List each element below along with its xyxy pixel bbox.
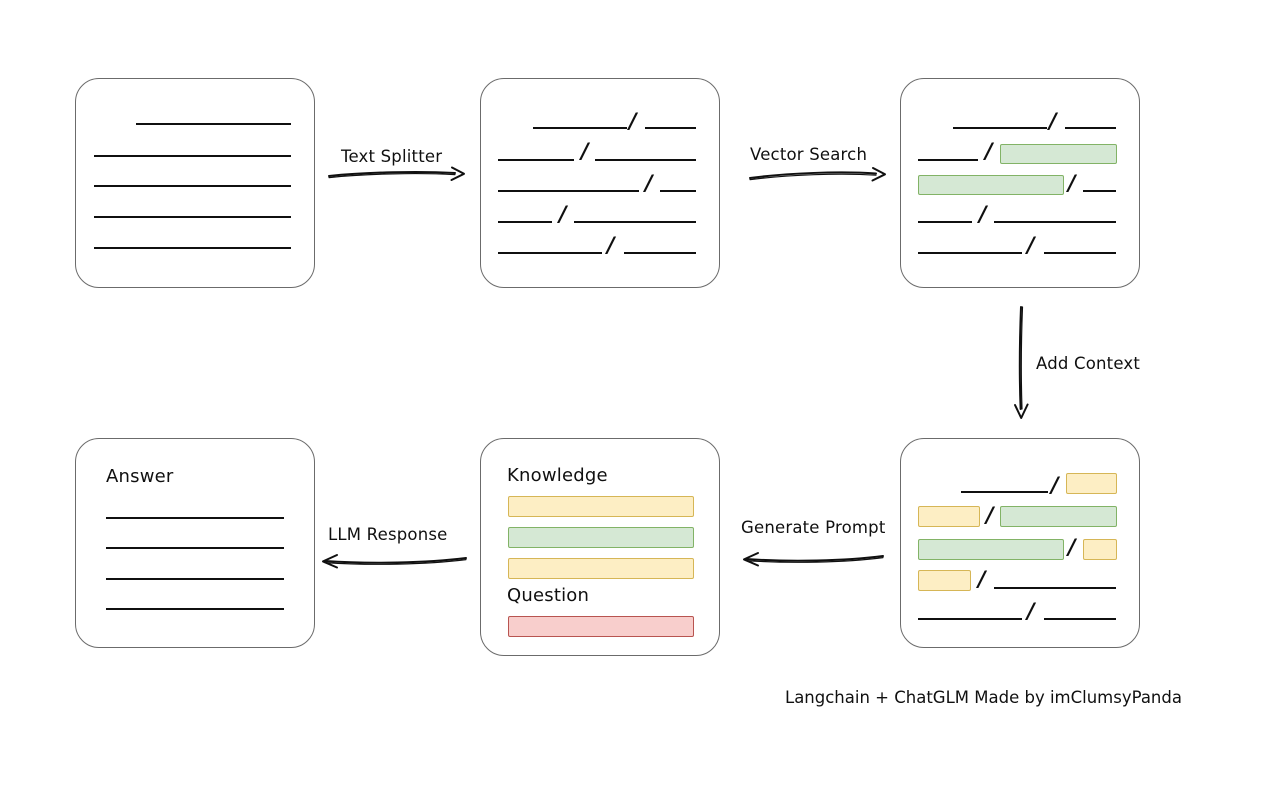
retrieved-chunk-green [1000,144,1117,164]
chunk-line [918,618,1022,620]
chunk-line [1044,252,1116,254]
arrow-vector-search [748,164,888,186]
context-chunk-yellow [918,570,971,591]
chunk-separator: / [1068,171,1076,195]
arrow-label-generate-prompt: Generate Prompt [741,518,886,537]
chunk-line [918,221,972,223]
arrow-llm-response [318,550,468,572]
chunk-separator: / [985,139,993,163]
chunk-separator: / [559,202,567,226]
answer-line [106,547,284,549]
arrow-generate-prompt [740,548,885,570]
knowledge-bar-yellow [508,496,694,517]
chunk-line [918,252,1022,254]
arrow-text-splitter [327,164,467,186]
chunk-line [660,190,696,192]
doc-line [94,185,291,187]
chunk-separator: / [1027,599,1035,623]
vector-search-results-card[interactable]: / / / / / [900,78,1140,288]
knowledge-bar-yellow [508,558,694,579]
chunk-line [574,221,696,223]
retrieved-chunk-green [1000,506,1117,527]
chunk-line [1065,127,1116,129]
doc-line [136,123,291,125]
arrow-label-text-splitter: Text Splitter [341,147,443,166]
knowledge-label: Knowledge [507,465,608,486]
doc-line [94,247,291,249]
chunk-separator: / [986,503,994,527]
answer-line [106,578,284,580]
retrieved-chunk-green [918,539,1064,560]
arrow-add-context [1010,305,1034,420]
chunk-line [624,252,696,254]
answer-title: Answer [106,466,174,487]
chunk-separator: / [607,233,615,257]
answer-card[interactable]: Answer [75,438,315,648]
knowledge-bar-green [508,527,694,548]
chunk-separator: / [629,109,637,133]
arrow-label-llm-response: LLM Response [328,525,448,544]
question-bar-red [508,616,694,637]
chunk-separator: / [978,567,986,591]
chunk-line [994,221,1116,223]
chunk-line [994,587,1116,589]
footer-credit: Langchain + ChatGLM Made by imClumsyPand… [785,688,1182,707]
chunk-line [953,127,1047,129]
chunk-line [533,127,627,129]
chunk-line [595,159,696,161]
answer-line [106,608,284,610]
retrieved-chunk-green [918,175,1064,195]
answer-line [106,517,284,519]
context-chunk-yellow [918,506,980,527]
chunk-line [1083,190,1116,192]
doc-line [94,216,291,218]
context-chunk-yellow [1083,539,1117,560]
chunk-separator: / [645,171,653,195]
doc-line [94,155,291,157]
chunk-line [645,127,696,129]
context-chunk-yellow [1066,473,1117,494]
chunk-separator: / [1051,473,1059,497]
chunk-line [498,221,552,223]
arrow-label-add-context: Add Context [1036,354,1141,373]
chunk-line [498,252,602,254]
chunk-separator: / [581,139,589,163]
source-document-card[interactable] [75,78,315,288]
chunk-separator: / [1027,233,1035,257]
chunk-line [918,159,978,161]
question-label: Question [507,585,590,606]
chunk-line [498,190,639,192]
chunk-separator: / [1068,535,1076,559]
chunk-line [961,491,1048,493]
chunk-line [498,159,574,161]
chunk-line [1044,618,1116,620]
arrow-label-vector-search: Vector Search [750,145,868,164]
chunk-separator: / [979,202,987,226]
split-chunks-card[interactable]: / / / / / [480,78,720,288]
prompt-card[interactable]: Knowledge Question [480,438,720,656]
chunk-separator: / [1049,109,1057,133]
context-added-chunks-card[interactable]: / / / / / [900,438,1140,648]
